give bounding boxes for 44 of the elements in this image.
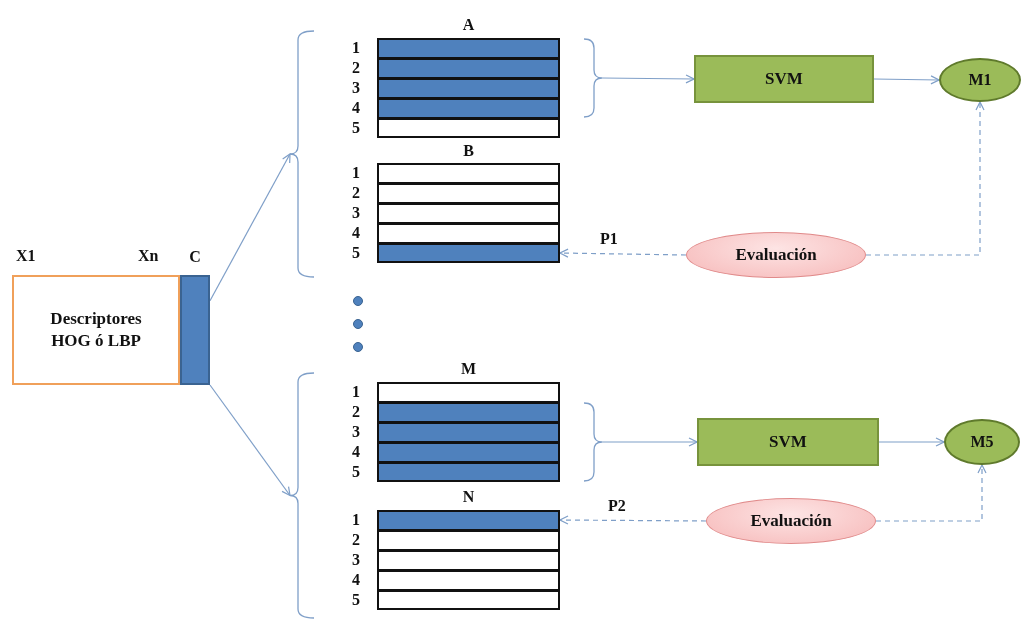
row-number: 3 — [352, 551, 360, 569]
arrow — [209, 384, 291, 497]
arrow — [875, 464, 987, 522]
arrow — [601, 74, 695, 84]
row-number: 2 — [352, 403, 360, 421]
row-number: 1 — [352, 511, 360, 529]
row-number: 2 — [352, 59, 360, 77]
row-number: 4 — [352, 443, 360, 461]
table-heading: M — [459, 359, 478, 379]
classifier-box: SVM — [697, 418, 879, 466]
column-heading: C — [188, 248, 202, 266]
row-number: 3 — [352, 204, 360, 222]
row-number: 4 — [352, 99, 360, 117]
table-heading: B — [462, 141, 475, 161]
arrow — [865, 101, 985, 256]
row-number: 3 — [352, 423, 360, 441]
row-number: 4 — [352, 571, 360, 589]
table-heading: N — [461, 487, 476, 507]
arrow — [559, 515, 707, 525]
evaluation-ellipse: Evaluación — [686, 232, 866, 278]
row-number: 2 — [352, 184, 360, 202]
row-number: 5 — [352, 119, 360, 137]
row-number: 1 — [352, 383, 360, 401]
row-number: 4 — [352, 224, 360, 242]
evaluation-ellipse: Evaluación — [706, 498, 876, 544]
arrow — [559, 248, 687, 258]
row-number: 3 — [352, 79, 360, 97]
row-number: 5 — [352, 591, 360, 609]
row-number: 2 — [352, 531, 360, 549]
column-label: Xn — [138, 247, 159, 265]
row-number: 1 — [352, 39, 360, 57]
arrow — [209, 153, 291, 302]
row-number: 5 — [352, 244, 360, 262]
row-number: 1 — [352, 164, 360, 182]
model-ellipse: M5 — [944, 419, 1020, 465]
arrow — [873, 75, 940, 85]
descriptor-box: Descriptores HOG ó LBP — [12, 275, 180, 385]
arrow — [601, 437, 698, 447]
table-heading: A — [461, 15, 476, 35]
row-number: 5 — [352, 463, 360, 481]
arrow — [878, 437, 945, 447]
model-ellipse: M1 — [939, 58, 1021, 102]
column-label: X1 — [16, 247, 36, 265]
classifier-box: SVM — [694, 55, 874, 103]
